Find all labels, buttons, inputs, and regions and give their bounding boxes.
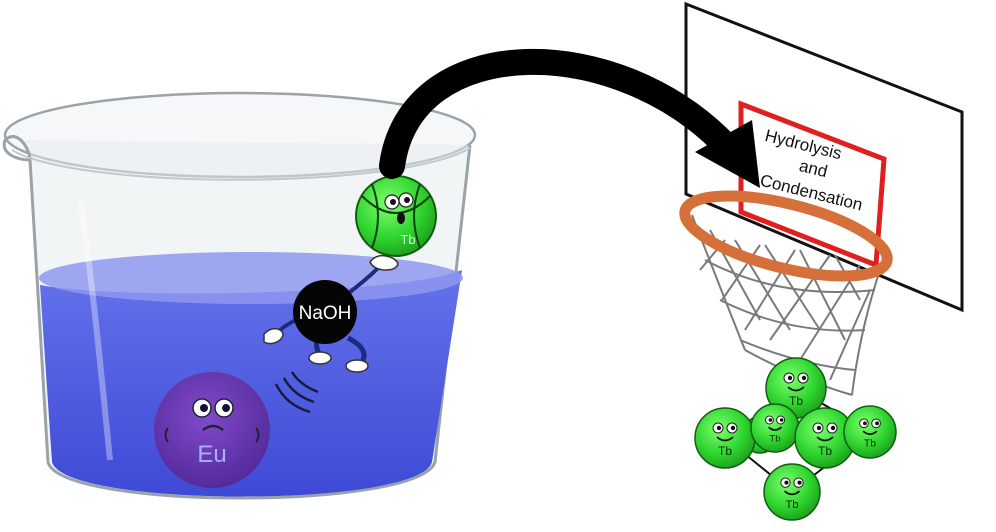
beaker xyxy=(2,91,477,500)
tb-particle-smile xyxy=(862,430,878,436)
tb-particle-pupil xyxy=(875,421,879,426)
eu-left-arm xyxy=(164,427,169,443)
eu-left-pupil xyxy=(200,404,208,412)
tb-particle-body xyxy=(843,405,897,459)
tb-ball-seam-2 xyxy=(371,183,379,249)
hoop-rim xyxy=(679,190,893,282)
shot-arrow xyxy=(379,48,760,188)
tb-particle-label: Tb xyxy=(769,434,780,445)
tb-cluster: TbTbTbTbTbTbTb xyxy=(694,357,897,521)
tb-particle-pupil xyxy=(787,375,793,381)
tb-ball-mouth xyxy=(397,212,405,224)
eu-ion: Eu xyxy=(154,372,270,488)
tb-particle-label: Tb xyxy=(785,499,798,511)
tb-ball-seam-3 xyxy=(413,183,421,249)
tb-particle-body xyxy=(750,403,800,453)
tb-particle-smile xyxy=(816,436,834,442)
motion-lines xyxy=(274,371,319,414)
eu-sad-mouth xyxy=(202,424,224,432)
naoh-right-shoe xyxy=(345,359,369,373)
shot-arrow-path xyxy=(379,48,743,179)
tb-particle-pupil xyxy=(716,425,722,431)
tb-particle: Tb xyxy=(750,403,800,453)
eu-ion-body xyxy=(154,372,270,488)
tb-particle-pupil xyxy=(801,375,807,381)
tb-ball-label: Tb xyxy=(400,232,415,247)
beaker-liquid xyxy=(40,270,462,497)
tb-particle-pupil xyxy=(768,418,773,422)
glass-highlight xyxy=(77,199,113,461)
liquid-surface xyxy=(39,252,463,304)
shot-arrow-head xyxy=(695,120,760,188)
tb-particle: Tb xyxy=(694,407,756,469)
tb-particle-pupil xyxy=(779,418,784,422)
naoh-body xyxy=(293,280,357,344)
tb-particle-pupil xyxy=(797,480,802,485)
tb-particle-label: Tb xyxy=(864,439,876,450)
tb-particle-body xyxy=(694,407,756,469)
tb-particle-pupil xyxy=(830,425,836,431)
beaker-spout xyxy=(2,139,31,162)
tb-particle-smile xyxy=(787,386,805,392)
tb-particle: Tb xyxy=(765,357,827,419)
eu-right-arm xyxy=(255,427,260,443)
eu-right-pupil xyxy=(222,404,230,412)
tb-ball-right-pupil xyxy=(404,197,410,203)
tb-particle-label: Tb xyxy=(818,444,832,458)
naoh-right-glove xyxy=(369,254,399,271)
naoh-left-glove xyxy=(263,327,284,345)
tb-ball-left-pupil xyxy=(390,199,396,205)
beaker-rim-front xyxy=(11,147,471,181)
naoh-label: NaOH xyxy=(299,303,352,324)
tb-particle-label: Tb xyxy=(718,444,732,458)
tb-particle-label: Tb xyxy=(789,394,803,408)
naoh-figure: NaOH xyxy=(263,254,399,373)
tb-particle-pupil xyxy=(730,425,736,431)
tb-particle-smile xyxy=(716,436,734,442)
tb-particle-pupil xyxy=(863,421,867,426)
tb-particle: Tb xyxy=(794,407,856,469)
tb-particle: Tb xyxy=(763,463,821,521)
tb-particle-body xyxy=(763,463,821,521)
tb-ball-seam-1 xyxy=(361,195,431,214)
naoh-right-arm xyxy=(348,266,380,294)
tb-particle: Tb xyxy=(843,405,897,459)
basket-net xyxy=(691,214,881,396)
tb-ball-body xyxy=(355,175,437,257)
tb-ball: Tb xyxy=(355,175,437,257)
tb-particle-smile xyxy=(768,426,782,431)
tb-particle-pupil xyxy=(784,480,789,485)
tb-particle-pupil xyxy=(816,425,822,431)
naoh-left-shoe xyxy=(308,351,332,365)
tb-particle-smile xyxy=(783,490,801,496)
eu-ion-label: Eu xyxy=(197,441,226,468)
